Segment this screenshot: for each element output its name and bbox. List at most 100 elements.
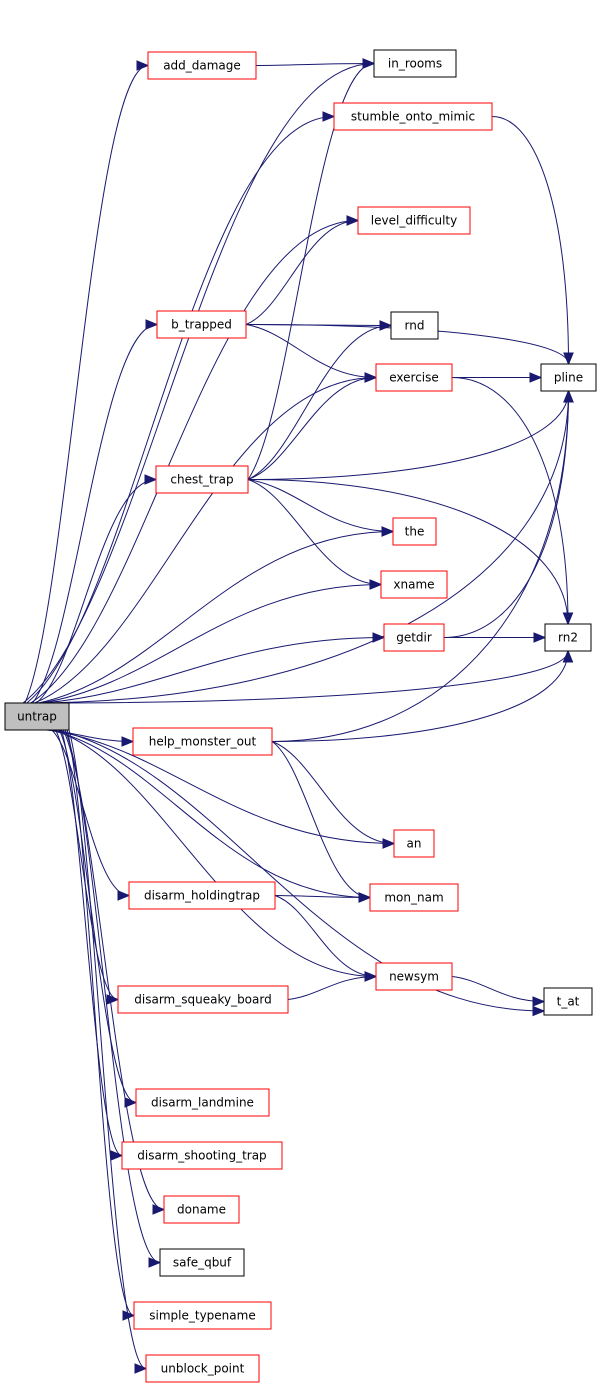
node-disarm-squeaky-board[interactable]: disarm_squeaky_board <box>117 985 289 1014</box>
node-help-monster-out[interactable]: help_monster_out <box>132 727 273 756</box>
node-box <box>128 881 276 910</box>
node-rn2[interactable]: rn2 <box>544 623 592 652</box>
edge-disarm-holdingtrap-to-mon-nam <box>274 895 371 898</box>
edge-untrap-to-add-damage <box>24 65 149 704</box>
edge-chest-trap-to-xname <box>247 479 382 585</box>
edge-b-trapped-to-level-difficulty <box>245 220 359 325</box>
node-label: level_difficulty <box>371 214 457 228</box>
node-add-damage[interactable]: add_damage <box>147 51 257 80</box>
arrowhead-icon <box>134 1363 148 1374</box>
arrowhead-icon <box>136 60 150 71</box>
edge-disarm-holdingtrap-to-newsym <box>274 895 377 977</box>
node-box <box>380 570 448 599</box>
arrowhead-icon <box>110 1150 124 1161</box>
node-pline[interactable]: pline <box>540 363 597 392</box>
node-chest-trap[interactable]: chest_trap <box>155 465 249 494</box>
node-level-difficulty[interactable]: level_difficulty <box>357 206 471 235</box>
edge-help-monster-out-to-an <box>271 741 395 844</box>
arrowhead-icon <box>372 632 386 643</box>
edge-newsym-to-t-at <box>451 976 545 1002</box>
node-the[interactable]: the <box>392 517 437 546</box>
node-box <box>390 311 439 340</box>
arrowhead-icon <box>322 111 336 122</box>
arrowhead-icon <box>362 58 376 69</box>
node-disarm-holdingtrap[interactable]: disarm_holdingtrap <box>128 881 276 910</box>
edge-getdir-to-pline <box>443 390 569 638</box>
node-an[interactable]: an <box>393 829 435 858</box>
edge-chest-trap-to-the <box>247 479 394 532</box>
edge-untrap-to-level-difficulty <box>30 220 359 704</box>
edge-untrap-to-xname <box>40 584 382 704</box>
arrowhead-icon <box>532 996 546 1007</box>
arrowhead-icon <box>144 474 158 485</box>
node-box <box>375 962 453 991</box>
arrowhead-icon <box>148 1257 162 1268</box>
node-exercise[interactable]: exercise <box>375 363 453 392</box>
node-t-at[interactable]: t_at <box>543 987 593 1016</box>
node-label: newsym <box>389 970 439 984</box>
arrowhead-icon <box>369 579 383 590</box>
edge-untrap-to-simple-typename <box>66 729 135 1316</box>
node-label: chest_trap <box>170 473 233 487</box>
node-label: disarm_shooting_trap <box>137 1149 266 1163</box>
node-label: disarm_landmine <box>151 1096 254 1110</box>
arrowhead-icon <box>379 320 393 331</box>
node-doname[interactable]: doname <box>163 1195 240 1224</box>
arrowhead-icon <box>121 736 135 747</box>
node-mon-nam[interactable]: mon_nam <box>369 883 459 912</box>
edge-untrap-to-the <box>38 531 394 704</box>
edge-untrap-to-t-at <box>57 729 545 1012</box>
node-box <box>393 829 435 858</box>
node-xname[interactable]: xname <box>380 570 448 599</box>
arrowhead-icon <box>381 526 395 537</box>
node-box <box>132 727 273 756</box>
node-simple-typename[interactable]: simple_typename <box>133 1301 272 1330</box>
node-in-rooms[interactable]: in_rooms <box>373 49 457 78</box>
arrowhead-icon <box>152 1204 166 1215</box>
node-b-trapped[interactable]: b_trapped <box>156 310 247 339</box>
arrowhead-icon <box>563 389 574 403</box>
nodes-layer: untrap add_damage in_rooms stumble_onto_mim… <box>4 49 597 1383</box>
arrowhead-icon <box>364 971 378 982</box>
node-getdir[interactable]: getdir <box>383 623 445 652</box>
node-unblock-point[interactable]: unblock_point <box>145 1354 260 1383</box>
node-disarm-landmine[interactable]: disarm_landmine <box>135 1088 270 1117</box>
edge-exercise-to-rn2 <box>451 377 569 625</box>
node-untrap[interactable]: untrap <box>4 702 70 731</box>
node-label: add_damage <box>163 59 241 73</box>
edge-disarm-squeaky-board-to-newsym <box>287 976 377 1000</box>
arrowhead-icon <box>563 352 574 366</box>
node-box <box>373 49 457 78</box>
node-stumble-onto-mimic[interactable]: stumble_onto_mimic <box>333 102 493 131</box>
node-label: unblock_point <box>161 1362 245 1376</box>
node-box <box>135 1088 270 1117</box>
edges-layer <box>22 58 574 1374</box>
node-rnd[interactable]: rnd <box>390 311 439 340</box>
edge-chest-trap-to-exercise <box>247 377 377 480</box>
node-box <box>544 623 592 652</box>
node-label: disarm_squeaky_board <box>134 993 271 1007</box>
node-label: help_monster_out <box>149 735 257 749</box>
node-newsym[interactable]: newsym <box>375 962 453 991</box>
node-box <box>121 1141 283 1170</box>
edge-untrap-to-pline <box>28 390 569 704</box>
node-label: rn2 <box>558 631 578 645</box>
node-label: the <box>405 525 425 539</box>
node-safe-qbuf[interactable]: safe_qbuf <box>159 1248 245 1277</box>
arrowhead-icon <box>117 890 131 901</box>
node-label: t_at <box>557 995 580 1009</box>
edge-add-damage-to-in-rooms <box>255 63 375 66</box>
edge-chest-trap-to-rn2 <box>247 479 569 625</box>
edge-chest-trap-to-pline <box>247 390 569 480</box>
node-label: mon_nam <box>384 891 443 905</box>
node-disarm-shooting-trap[interactable]: disarm_shooting_trap <box>121 1141 283 1170</box>
node-box <box>159 1248 245 1277</box>
node-box <box>333 102 493 131</box>
edge-untrap-to-an <box>47 729 395 844</box>
node-label: exercise <box>389 371 439 385</box>
node-box <box>543 987 593 1016</box>
node-box <box>392 517 437 546</box>
arrowhead-icon <box>145 319 159 330</box>
node-box <box>375 363 453 392</box>
edge-untrap-to-exercise <box>34 377 377 704</box>
